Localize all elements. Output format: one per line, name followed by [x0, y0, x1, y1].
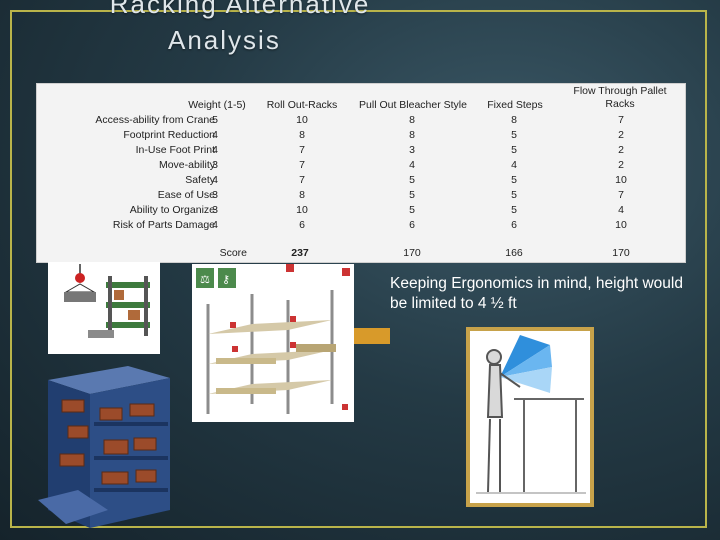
table-cell: 8 — [409, 129, 415, 141]
lock-glyph: ⚷ — [222, 273, 230, 286]
crane-hook-icon — [64, 264, 96, 302]
reach-zone-upper — [500, 335, 550, 377]
weight-glyph: ⚖ — [200, 273, 210, 286]
gray-rack-illustration: ⚖ ⚷ — [192, 264, 354, 422]
table-cell: 7 — [299, 159, 305, 171]
table-cell: 4 — [409, 159, 415, 171]
table-cell: 3 — [409, 144, 415, 156]
weight-warning-icon — [196, 268, 214, 288]
table-cell: 4 — [618, 204, 624, 216]
table-cell: 5 — [409, 174, 415, 186]
row-label: Access-ability from Crane — [95, 114, 215, 126]
table-cell: 6 — [511, 219, 517, 231]
lock-warning-icon — [218, 268, 236, 288]
table-cell: 3 — [212, 159, 218, 171]
table-cell: 7 — [299, 174, 305, 186]
workbench — [514, 398, 584, 492]
table-cell: 5 — [409, 204, 415, 216]
slide-title: Racking Alternative Analysis — [80, 0, 400, 58]
row-label: Risk of Parts Damage — [112, 219, 215, 231]
table-cell: 6 — [409, 219, 415, 231]
score-label: Score — [219, 247, 247, 259]
table-cell: 4 — [511, 159, 517, 171]
score-pull-out: 170 — [403, 247, 421, 259]
table-cell: 5 — [409, 189, 415, 201]
table-cell: 3 — [212, 204, 218, 216]
table-cell: 10 — [615, 174, 627, 186]
col-header-roll-out: Roll Out-Racks — [266, 99, 338, 111]
table-cell: 7 — [618, 189, 624, 201]
table-cell: 5 — [511, 174, 517, 186]
comparison-table: Weight (1-5) Roll Out-Racks Pull Out Ble… — [36, 83, 686, 344]
table-cell: 5 — [511, 144, 517, 156]
table-cell: 2 — [618, 144, 624, 156]
table-cell: 7 — [618, 114, 624, 126]
ergonomics-caption: Keeping Ergonomics in mind, height would… — [390, 275, 683, 312]
table-cell: 5 — [212, 114, 218, 126]
table-cell: 5 — [511, 204, 517, 216]
score-roll-out: 237 — [291, 247, 309, 259]
row-label: Ease of Use — [157, 189, 215, 201]
ergonomics-reach-diagram — [466, 327, 594, 507]
table-cell: 8 — [511, 114, 517, 126]
score-fixed-steps: 166 — [505, 247, 523, 259]
table-cell: 7 — [299, 144, 305, 156]
table-cell: 3 — [212, 189, 218, 201]
crane-rack-illustration — [48, 262, 160, 354]
table-cell: 10 — [296, 204, 308, 216]
table-cell: 2 — [618, 129, 624, 141]
table-cell: 10 — [296, 114, 308, 126]
row-label: Safety — [185, 174, 215, 186]
table-cell: 4 — [212, 144, 218, 156]
table-cell: 10 — [615, 219, 627, 231]
title-line-2: Analysis — [168, 25, 281, 55]
title-line-1: Racking Alternative — [109, 0, 371, 19]
table-cell: 4 — [212, 129, 218, 141]
row-label: Footprint Reduction — [123, 129, 215, 141]
table-cell: 8 — [409, 114, 415, 126]
table-cell: 5 — [511, 189, 517, 201]
table-cell: 4 — [212, 174, 218, 186]
blue-drawer-rack-photo — [38, 366, 170, 528]
col-header-pull-out: Pull Out Bleacher Style — [359, 99, 467, 111]
col-header-fixed-steps: Fixed Steps — [487, 99, 543, 111]
row-label: In-Use Foot Print — [135, 144, 215, 156]
table-cell: 4 — [212, 219, 218, 231]
col-header-flow-through: Flow Through Pallet Racks — [573, 85, 667, 110]
table-cell: 2 — [618, 159, 624, 171]
reach-zone-lower — [500, 367, 552, 393]
table-cell: 8 — [299, 189, 305, 201]
row-label: Ability to Organize — [129, 204, 215, 216]
table-cell: 5 — [511, 129, 517, 141]
person-figure — [486, 349, 521, 493]
col-header-weight: Weight (1-5) — [188, 99, 246, 111]
reach-zone-mid — [500, 345, 552, 377]
table-cell: 6 — [299, 219, 305, 231]
score-flow-through: 170 — [612, 247, 630, 259]
slide-frame — [10, 10, 707, 528]
row-label: Move-ability — [158, 159, 215, 171]
table-cell: 8 — [299, 129, 305, 141]
